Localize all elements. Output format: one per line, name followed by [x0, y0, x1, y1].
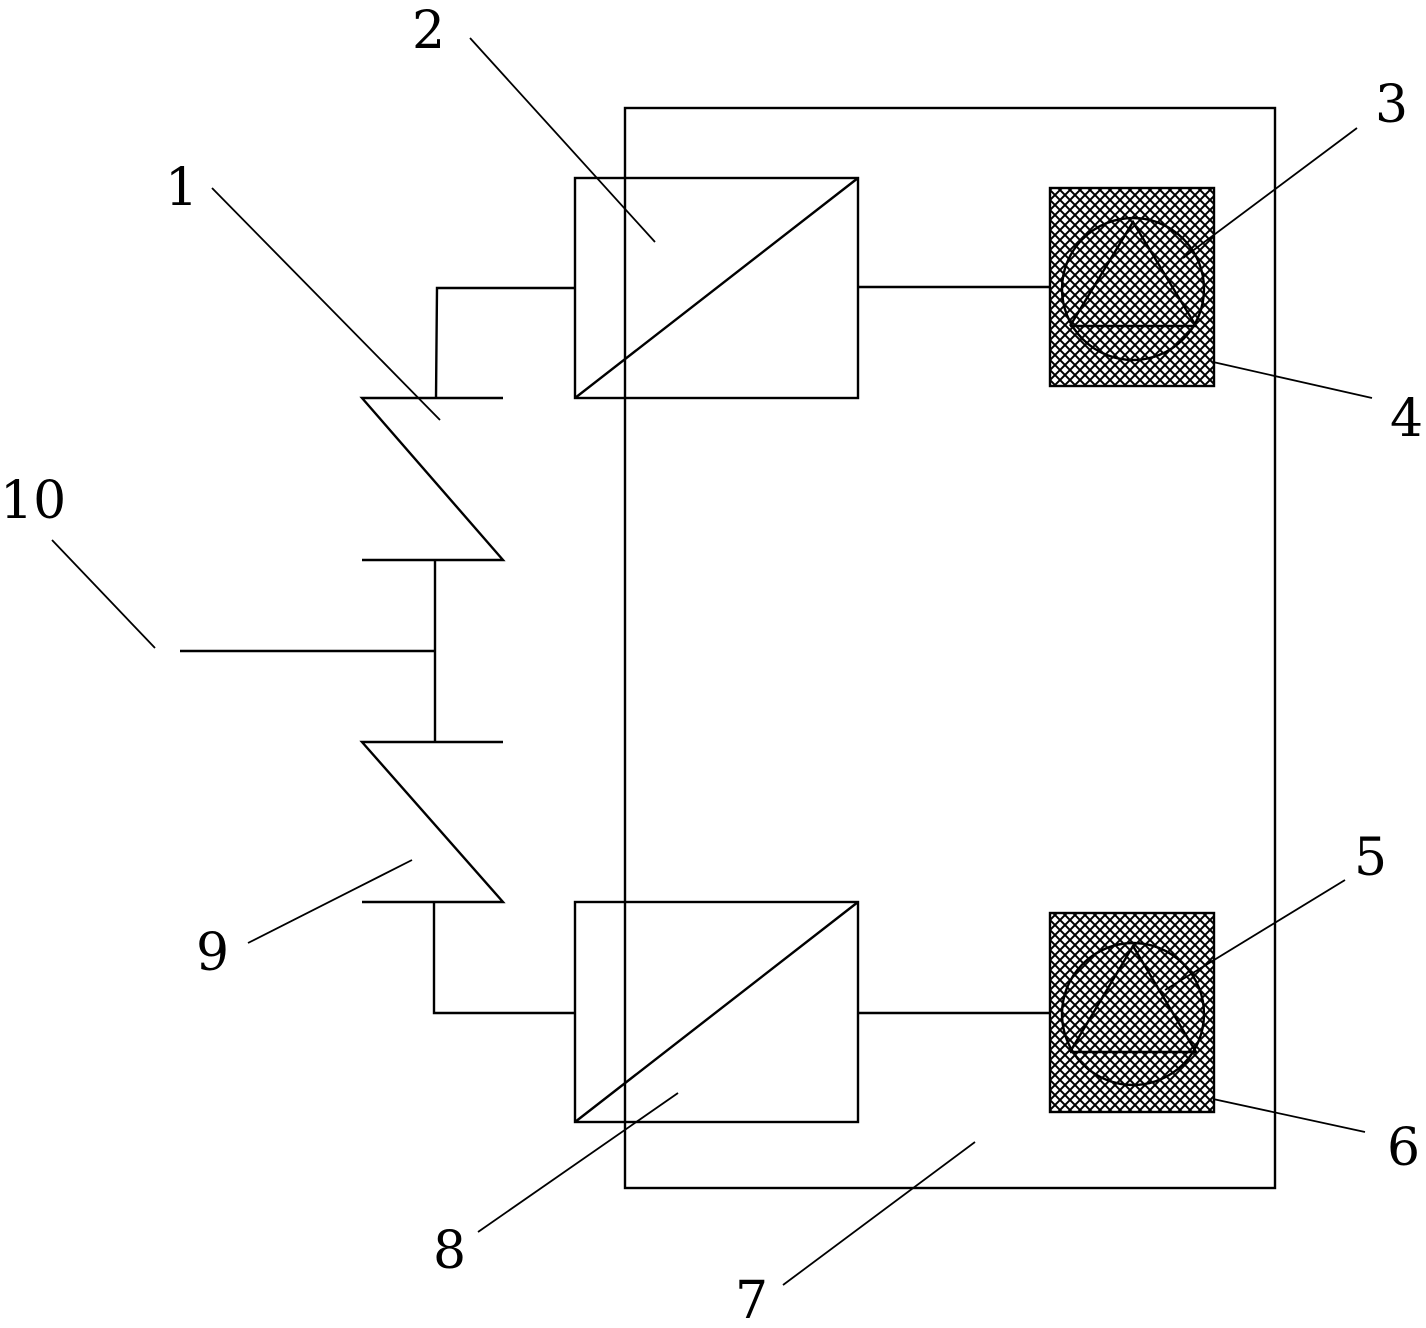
- label-5: 5: [1354, 828, 1387, 888]
- lower-z-element: [359, 740, 506, 904]
- label-4: 4: [1390, 389, 1423, 449]
- lower-module-box: [573, 900, 860, 1124]
- label-10: 10: [0, 471, 66, 531]
- upper-z-element: [359, 396, 506, 562]
- lower-triangle-symbol: [1068, 943, 1199, 1054]
- enclosure-box: [623, 106, 1277, 1190]
- upper-circle-symbol: [1060, 216, 1206, 362]
- label-8: 8: [433, 1221, 466, 1281]
- label-3: 3: [1375, 75, 1408, 135]
- label-6: 6: [1387, 1118, 1420, 1178]
- upper-module-box: [573, 176, 860, 400]
- label-7: 7: [735, 1271, 768, 1328]
- lower-circle-symbol: [1060, 941, 1206, 1087]
- label-9: 9: [196, 923, 229, 983]
- upper-triangle-symbol: [1068, 219, 1199, 328]
- lower-hatched-block: [1048, 911, 1216, 1114]
- label-1: 1: [165, 158, 198, 218]
- leader-lines: [51, 37, 1373, 1286]
- connection-lines: [180, 285, 1050, 1015]
- label-2: 2: [412, 1, 445, 61]
- upper-hatched-block: [1048, 186, 1216, 388]
